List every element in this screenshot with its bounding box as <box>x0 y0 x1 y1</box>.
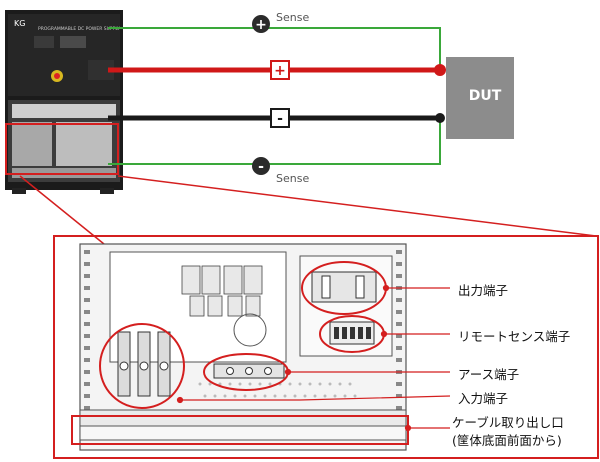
sense-plus-icon <box>252 15 270 33</box>
svg-text:-: - <box>258 159 264 175</box>
sense-minus-label: Sense <box>276 172 310 185</box>
detail-frame <box>53 235 599 459</box>
cable-outlet-sublabel: (筐体底面前面から) <box>452 433 562 448</box>
svg-text:-: - <box>277 111 283 127</box>
plus-line-marker <box>270 60 290 80</box>
svg-text:+: + <box>255 17 267 33</box>
dut-label: DUT <box>468 88 502 104</box>
front-panel-text: PROGRAMMABLE DC POWER SUPPLY <box>38 26 120 32</box>
cabinet-highlight <box>5 123 119 175</box>
power-supply-cabinet <box>5 10 123 194</box>
svg-text:+: + <box>274 63 286 79</box>
plus-junction-dot <box>434 64 446 76</box>
minus-line-marker <box>270 108 290 128</box>
input-terminal-label: 入力端子 <box>458 391 509 406</box>
remote-sense-terminal-label: リモートセンス端子 <box>458 329 571 344</box>
brand-label: KG <box>14 19 25 28</box>
wiring <box>108 27 446 165</box>
sense-plus-label: Sense <box>276 11 310 24</box>
cable-outlet-label: ケーブル取り出し口 <box>452 415 564 430</box>
chassis-detail <box>79 243 407 451</box>
earth-terminal-label: アース端子 <box>458 367 520 382</box>
sense-minus-icon <box>252 157 270 175</box>
zoom-line-left <box>19 175 105 245</box>
input-terminal-highlight <box>99 323 185 409</box>
minus-junction-dot <box>435 113 445 123</box>
zoom-line-right <box>117 175 597 237</box>
callout-lines <box>176 284 451 432</box>
dut-box <box>446 57 514 139</box>
output-terminal-label: 出力端子 <box>458 283 509 298</box>
